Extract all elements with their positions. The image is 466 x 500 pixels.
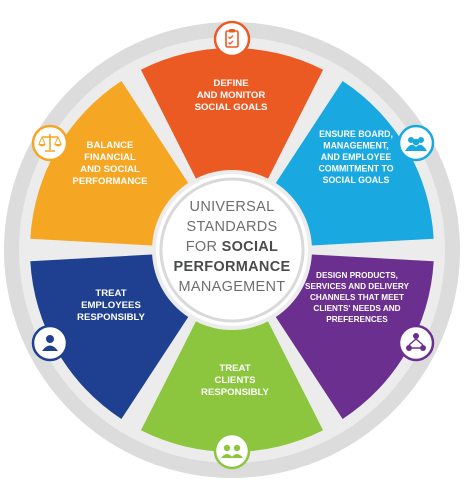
segment-label-line: COMMITMENT TO <box>318 164 393 174</box>
segment-clients <box>140 321 324 452</box>
hub-line-3-prefix: FOR <box>186 239 218 255</box>
hub-line-3: FOR SOCIAL <box>186 239 278 255</box>
hub-title: UNIVERSAL STANDARDS FOR SOCIAL PERFORMAN… <box>174 199 291 295</box>
hub-line-5: MANAGEMENT <box>179 279 286 295</box>
segment-label-line: SERVICES AND DELIVERY <box>305 282 409 291</box>
segment-label-line: DEFINE <box>213 78 249 89</box>
network-icon <box>397 324 435 362</box>
segment-label-line: PERFORMANCE <box>72 176 148 187</box>
segment-label-line: TREAT <box>219 363 250 374</box>
segment-define <box>140 47 324 179</box>
hub-line-4: PERFORMANCE <box>174 259 291 275</box>
segment-label-line: CLIENTS <box>214 375 256 386</box>
segment-label-board: ENSURE BOARD, MANAGEMENT,AND EMPLOYEE COMM… <box>318 129 393 185</box>
people-group-icon <box>397 124 435 162</box>
segment-label-line: CLIENTS' NEEDS AND <box>313 304 400 313</box>
hub-line-2: STANDARDS <box>186 219 277 235</box>
hub-border <box>159 177 305 323</box>
segment-label-line: ENSURE BOARD, <box>319 129 393 139</box>
segment-label-line: DESIGN PRODUCTS, <box>316 271 398 280</box>
segment-balance <box>30 80 189 246</box>
segment-label-line: SOCIAL GOALS <box>195 102 268 113</box>
segment-label-line: AND MONITOR <box>197 90 266 101</box>
segment-employees <box>30 254 189 420</box>
employee-icon <box>31 324 69 362</box>
segment-label-line: RESPONSIBLY <box>77 312 145 323</box>
segment-label-line: PREFERENCES <box>326 315 388 324</box>
clipboard-icon <box>213 20 251 58</box>
segment-label-line: RESPONSIBLY <box>201 387 269 398</box>
scales-icon <box>31 124 69 162</box>
segment-label-line: CHANNELS THAT MEET <box>310 293 404 302</box>
segment-label-line: FINANCIAL <box>84 152 136 163</box>
segment-design <box>275 254 434 420</box>
segment-label-line: MANAGEMENT, <box>323 141 389 151</box>
segment-label-line: TREAT <box>95 288 126 299</box>
segment-label-line: EMPLOYEES <box>81 300 141 311</box>
hub-line-3-bold: SOCIAL <box>222 239 279 255</box>
hub-line-1: UNIVERSAL <box>190 199 275 215</box>
segment-label-line: AND EMPLOYEE <box>321 152 392 162</box>
segment-label-design: DESIGN PRODUCTS, SERVICES AND DELIVERY CHA… <box>305 271 409 324</box>
segment-board <box>275 80 434 246</box>
segment-label-line: SOCIAL GOALS <box>323 175 390 185</box>
clients-icon <box>213 432 251 470</box>
segment-label-line: BALANCE <box>87 140 135 151</box>
segment-label-line: AND SOCIAL <box>80 164 140 175</box>
